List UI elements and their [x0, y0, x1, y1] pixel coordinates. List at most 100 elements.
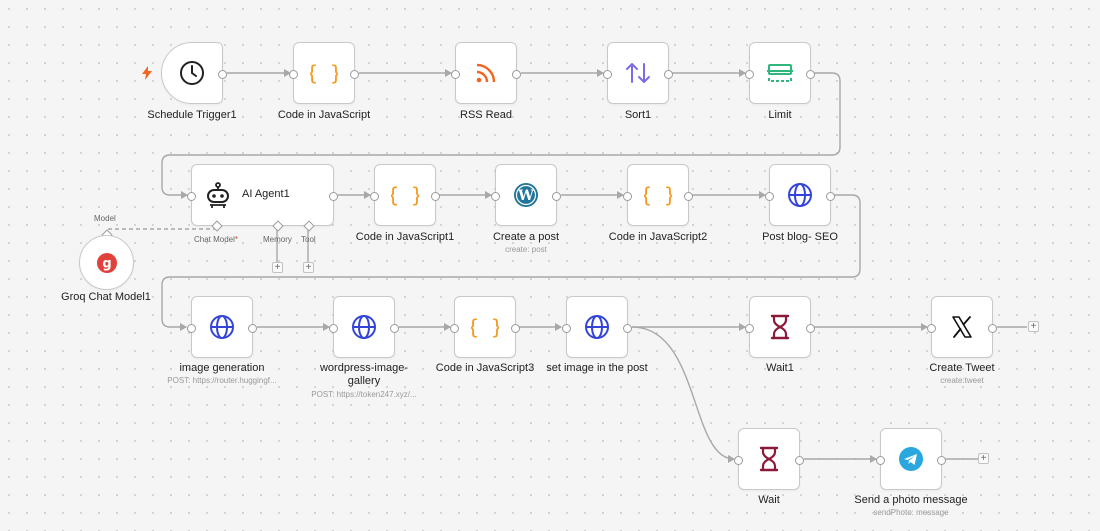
output-port[interactable]	[684, 192, 693, 201]
schedule-trigger-node[interactable]	[161, 42, 227, 104]
wordpress-image-gallery-node[interactable]	[329, 296, 399, 358]
limit-node[interactable]	[745, 42, 815, 104]
memory-input-label: Memory	[263, 235, 292, 244]
braces-icon: { }	[644, 183, 672, 207]
wait1-node[interactable]	[745, 296, 815, 358]
output-port[interactable]	[350, 70, 359, 79]
tool-input-label: Tool	[301, 235, 316, 244]
globe-icon	[351, 314, 377, 340]
node-label: Wait1	[766, 362, 794, 374]
rss-icon	[474, 61, 498, 85]
node-title: AI Agent1	[242, 188, 290, 200]
input-port[interactable]	[927, 324, 936, 333]
add-memory-button[interactable]: +	[272, 262, 283, 273]
node-subtitle: create: post	[505, 245, 547, 254]
output-port[interactable]	[806, 324, 815, 333]
groq-icon: g	[96, 252, 118, 274]
output-port[interactable]	[806, 70, 815, 79]
node-label: set image in the post	[546, 362, 648, 374]
output-port[interactable]	[826, 192, 835, 201]
clock-icon	[179, 60, 205, 86]
input-port[interactable]	[491, 192, 500, 201]
node-label: Send a photo message	[854, 494, 968, 506]
output-port[interactable]	[431, 192, 440, 201]
node-label: wordpress-image-gallery	[319, 362, 409, 387]
output-port[interactable]	[218, 70, 227, 79]
input-port[interactable]	[765, 192, 774, 201]
globe-icon	[584, 314, 610, 340]
groq-chat-model-node[interactable]: g	[79, 235, 134, 290]
ai-agent-node[interactable]: AI Agent1	[187, 164, 338, 232]
wait-node[interactable]	[734, 428, 804, 490]
input-port[interactable]	[451, 70, 460, 79]
output-port[interactable]	[248, 324, 257, 333]
edge-post-blog-to-image-generation[interactable]	[161, 194, 861, 331]
edge-limit-to-ai-agent[interactable]	[161, 72, 841, 199]
code-js2-node[interactable]: { }	[623, 164, 693, 226]
create-tweet-node[interactable]	[927, 296, 997, 358]
image-generation-node[interactable]	[187, 296, 257, 358]
input-port[interactable]	[603, 70, 612, 79]
node-label: RSS Read	[460, 109, 512, 121]
output-port[interactable]	[795, 456, 804, 465]
input-port[interactable]	[734, 456, 743, 465]
output-port[interactable]	[988, 324, 997, 333]
input-port[interactable]	[187, 192, 196, 201]
code-js3-node[interactable]: { }	[450, 296, 520, 358]
output-port[interactable]	[511, 324, 520, 333]
output-port[interactable]	[329, 192, 338, 201]
node-label: Code in JavaScript3	[435, 362, 535, 374]
node-subtitle: POST: https://router.huggingf...	[167, 376, 277, 385]
node-label: Create a post	[492, 231, 560, 243]
limit-icon	[766, 61, 794, 85]
input-port[interactable]	[450, 324, 459, 333]
rss-read-node[interactable]	[451, 42, 521, 104]
edge-set-image-to-wait[interactable]	[631, 326, 735, 463]
input-port[interactable]	[745, 324, 754, 333]
add-node-button[interactable]: +	[978, 453, 989, 464]
output-port[interactable]	[552, 192, 561, 201]
input-port[interactable]	[876, 456, 885, 465]
code-js-node[interactable]: { }	[289, 42, 359, 104]
input-port[interactable]	[562, 324, 571, 333]
svg-text:{ }: { }	[471, 315, 499, 339]
svg-text:{ }: { }	[310, 61, 338, 85]
trigger-bolt-icon	[141, 66, 153, 85]
robot-icon	[204, 182, 232, 210]
x-logo-icon	[950, 315, 974, 339]
create-post-node[interactable]: W	[491, 164, 561, 226]
sort-arrows-icon	[625, 61, 651, 85]
model-port-label: Model	[94, 214, 116, 223]
input-port[interactable]	[187, 324, 196, 333]
braces-icon: { }	[471, 315, 499, 339]
input-port[interactable]	[370, 192, 379, 201]
node-label: Code in JavaScript	[277, 109, 371, 121]
node-label: Code in JavaScript2	[608, 231, 708, 243]
input-port[interactable]	[623, 192, 632, 201]
node-subtitle: create:tweet	[940, 376, 984, 385]
node-label: Post blog- SEO	[762, 231, 838, 243]
output-port[interactable]	[623, 324, 632, 333]
input-port[interactable]	[745, 70, 754, 79]
add-tool-button[interactable]: +	[303, 262, 314, 273]
add-node-button[interactable]: +	[1028, 321, 1039, 332]
sort-node[interactable]	[603, 42, 673, 104]
chat-model-input-label: Chat Model*	[194, 235, 239, 244]
braces-icon: { }	[391, 183, 419, 207]
output-port[interactable]	[512, 70, 521, 79]
node-label: Wait	[758, 494, 780, 506]
node-label: Schedule Trigger1	[147, 109, 237, 121]
wordpress-icon: W	[513, 182, 539, 208]
input-port[interactable]	[329, 324, 338, 333]
set-image-node[interactable]	[562, 296, 632, 358]
node-label: Limit	[768, 109, 792, 121]
output-port[interactable]	[937, 456, 946, 465]
output-port[interactable]	[390, 324, 399, 333]
post-blog-seo-node[interactable]	[765, 164, 835, 226]
output-port[interactable]	[664, 70, 673, 79]
code-js1-node[interactable]: { }	[370, 164, 440, 226]
globe-icon	[209, 314, 235, 340]
send-photo-node[interactable]	[876, 428, 946, 490]
input-port[interactable]	[289, 70, 298, 79]
